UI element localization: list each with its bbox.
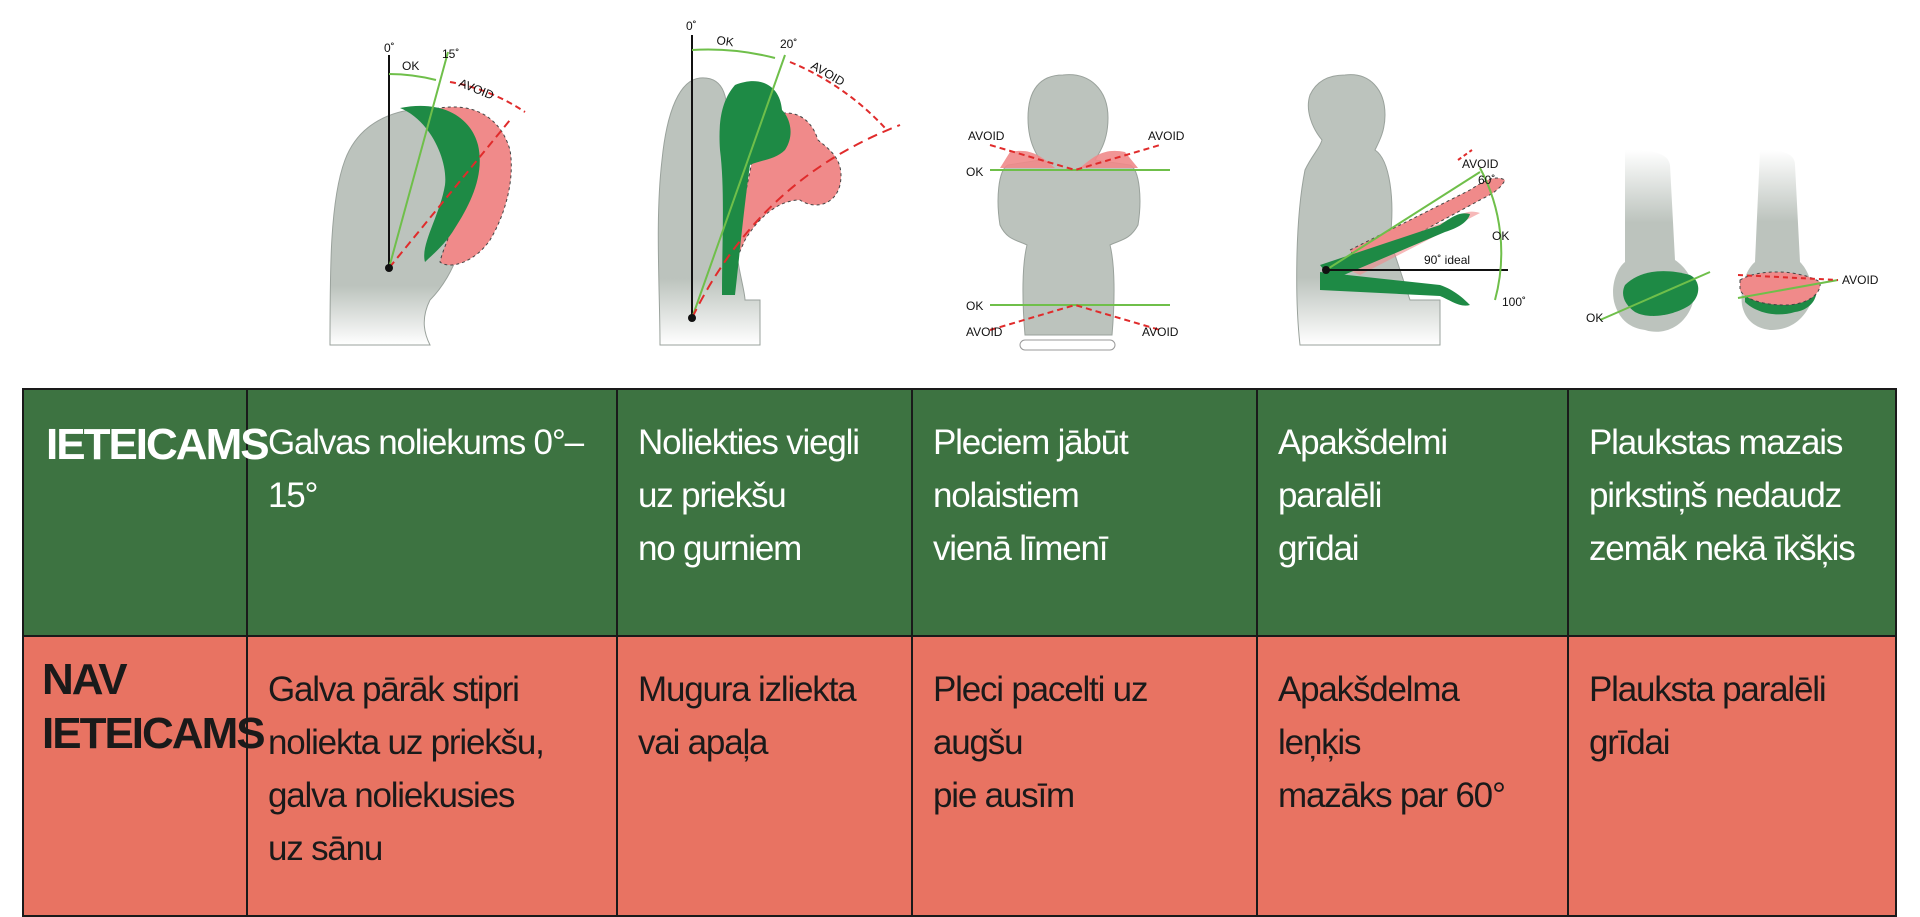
shoulder-label-avoid-br: AVOID [1142, 325, 1179, 339]
forearm-label-ok: OK [1492, 229, 1509, 243]
recommended-row: IETEICAMS Galvas noliekums 0°–15° Noliek… [22, 388, 1897, 637]
back-ok-line [691, 54, 786, 319]
forearm-label-avoid: AVOID [1462, 157, 1499, 171]
head-label-0: 0˚ [384, 41, 395, 55]
shoulder-label-avoid-bl: AVOID [966, 325, 1003, 339]
back-label-avoid: AVOID [809, 58, 848, 89]
not-recommended-cell-forearms: Apakšdelma leņķis mazāks par 60° [1256, 635, 1569, 917]
ok-angle-line [388, 51, 449, 269]
hands-line-right [1737, 279, 1839, 299]
shoulder-label-avoid-tr: AVOID [1148, 129, 1185, 143]
not-recommended-cell-hands: Plauksta paralēli grīdai [1567, 635, 1897, 917]
hands-ok-line [1599, 271, 1711, 321]
posture-table: IETEICAMS Galvas noliekums 0°–15° Noliek… [22, 388, 1897, 917]
recommended-cell-head: Galvas noliekums 0°–15° [246, 388, 618, 637]
recommended-cell-forearms: Apakšdelmi paralēli grīdai [1256, 388, 1569, 637]
back-label-0: 0˚ [686, 19, 697, 33]
illustrations-svg: 0˚ 15˚ OK AVOID 0˚ 20˚ OK AVOID [329, 19, 1879, 351]
head-label-avoid: AVOID [457, 76, 496, 103]
back-label-ok: OK [716, 33, 735, 49]
recommended-cell-shoulders: Pleciem jābūt nolaistiem vienā līmenī [911, 388, 1258, 637]
not-recommended-cell-head: Galva pārāk stipri noliekta uz priekšu, … [246, 635, 618, 917]
not-recommended-row: NAV IETEICAMS Galva pārāk stipri noliekt… [22, 635, 1897, 917]
avoid-angle-line [388, 119, 511, 269]
forearm-label-100: 100˚ [1502, 295, 1526, 309]
back-avoid-line [691, 124, 901, 319]
shoulder-label-ok-bottom: OK [966, 299, 983, 313]
hands-label-avoid: AVOID [1842, 273, 1879, 287]
shoulder-label-ok-top: OK [966, 165, 983, 179]
recommended-cell-hands: Plaukstas mazais pirkstiņš nedaudz zemāk… [1567, 388, 1897, 637]
shoulders-figure: AVOID AVOID OK OK AVOID AVOID [966, 74, 1185, 351]
forearm-label-60: 60˚ [1478, 173, 1495, 187]
forearm-label-ideal: 90˚ ideal [1424, 253, 1470, 267]
shoulder-label-avoid-tl: AVOID [968, 129, 1005, 143]
recommended-cell-back: Noliekties viegli uz priekšu no gurniem [616, 388, 913, 637]
not-recommended-cell-back: Mugura izliekta vai apaļa [616, 635, 913, 917]
not-recommended-header: NAV IETEICAMS [22, 635, 266, 917]
head-label-ok: OK [402, 59, 419, 73]
hands-figure: OK AVOID [1586, 150, 1879, 332]
hands-label-ok: OK [1586, 311, 1603, 325]
back-label-20: 20˚ [780, 37, 797, 51]
recommended-header: IETEICAMS [22, 388, 270, 637]
forearm-figure: AVOID 60˚ OK 90˚ ideal 100˚ [1296, 74, 1526, 346]
back-lean-figure: 0˚ 20˚ OK AVOID [657, 19, 901, 346]
head-tilt-figure: 0˚ 15˚ OK AVOID [329, 41, 526, 346]
forearm-60-line [1325, 171, 1481, 271]
illustrations-strip: 0˚ 15˚ OK AVOID 0˚ 20˚ OK AVOID [0, 0, 1920, 380]
not-recommended-cell-shoulders: Pleci pacelti uz augšu pie ausīm [911, 635, 1258, 917]
head-label-15: 15˚ [442, 47, 459, 61]
